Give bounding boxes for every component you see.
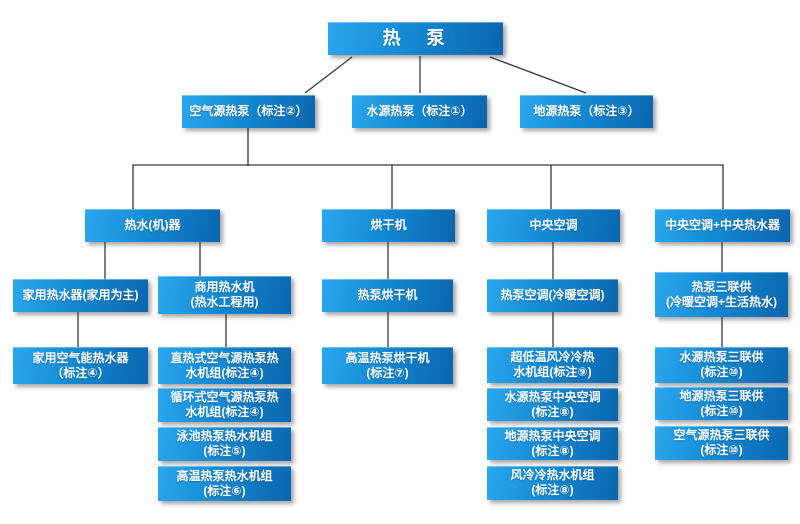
node-label: (标注⑧) (531, 483, 574, 497)
node-high-temp-hp-dryer: 高温热泵烘干机 (标注⑦) (322, 347, 453, 384)
node-domestic-air-water-heater: 家用空气能热水器 （标注④） (13, 347, 148, 384)
node-label: 循环式空气源热泵热 (170, 390, 279, 404)
node-ground-source-central-ac: 地源热泵中央空调 (标注⑧) (487, 427, 618, 460)
node-commercial-water-heater: 商用热水机 (热水工程用) (158, 276, 291, 314)
node-label: 直热式空气源热泵热 (170, 350, 279, 365)
node-ground-source-trigen: 地源热泵三联供 (标注⑩) (655, 387, 788, 420)
node-label: 空气源热泵（标注②） (189, 104, 308, 118)
node-label: 热泵烘干机 (357, 288, 418, 302)
node-label: (标注⑥) (203, 483, 246, 498)
node-pool-hp-unit: 泳池热泵热水机组 (标注⑤) (158, 427, 291, 461)
node-label: 水源热泵（标注①） (366, 104, 473, 118)
node-label: 高温热泵热水机组 (176, 468, 273, 483)
node-label: 家用空气能热水器 (32, 350, 129, 365)
node-hp-trigeneration: 热泵三联供 (冷暖空调+生活热水) (655, 272, 788, 317)
node-label: (标注⑤) (203, 444, 246, 458)
node-label: (标注⑧) (531, 404, 574, 419)
node-domestic-water-heater: 家用热水器(家用为主) (13, 279, 148, 312)
node-high-temp-hp-water-unit: 高温热泵热水机组 (标注⑥) (158, 466, 291, 501)
node-label: 水机组(标注⑨) (513, 365, 592, 379)
node-label: 烘干机 (370, 218, 407, 232)
node-water-source-trigen: 水源热泵三联供 (标注⑩) (655, 347, 788, 383)
node-air-source-hp: 空气源热泵（标注②） (182, 95, 315, 128)
node-label: 热水(机)器 (124, 218, 181, 232)
node-label: (标注⑩) (700, 403, 743, 418)
node-label: 风冷冷热水机组 (510, 468, 595, 482)
node-label: 水机组(标注④) (185, 365, 264, 380)
node-water-source-central-ac: 水源热泵中央空调 (标注⑧) (487, 388, 618, 421)
node-label: (热水工程用) (190, 295, 259, 309)
node-label: 地源热泵（标注③） (533, 104, 640, 118)
node-circulating-unit: 循环式空气源热泵热 水机组(标注④) (158, 388, 291, 422)
node-label: 热 泵 (382, 28, 449, 48)
node-label: 中央空调+中央热水器 (664, 218, 780, 232)
node-label: (冷暖空调+生活热水) (665, 294, 777, 309)
node-label: 水机组(标注④) (185, 405, 264, 419)
node-water-heater: 热水(机)器 (85, 209, 220, 242)
node-hp-dryer: 热泵烘干机 (322, 279, 453, 312)
node-label: 热泵三联供 (691, 279, 752, 294)
node-water-source-hp: 水源热泵（标注①） (352, 95, 487, 128)
node-label: 地源热泵中央空调 (504, 428, 601, 443)
node-ultra-low-temp-unit: 超低温风冷冷热 水机组(标注⑨) (487, 347, 618, 383)
node-dryer: 烘干机 (322, 209, 455, 242)
node-label: 家用热水器(家用为主) (22, 288, 139, 302)
node-label: 水源热泵中央空调 (504, 389, 601, 404)
node-label: 超低温风冷冷热 (510, 350, 595, 364)
node-central-ac: 中央空调 (487, 209, 620, 242)
node-label: 中央空调 (529, 218, 578, 232)
node-label: 水源热泵三联供 (679, 350, 764, 364)
node-label: 地源热泵三联供 (679, 388, 764, 403)
node-label: 高温热泵烘干机 (345, 350, 430, 365)
node-label: (标注⑩) (700, 365, 743, 379)
node-air-source-trigen: 空气源热泵三联供 (标注⑩) (655, 426, 788, 460)
node-label: (标注⑩) (700, 443, 743, 457)
node-air-cooled-unit: 风冷冷热水机组 (标注⑧) (487, 466, 618, 500)
node-label: 泳池热泵热水机组 (176, 429, 273, 443)
node-heat-pump: 热 泵 (328, 22, 503, 55)
node-label: （标注④） (51, 365, 110, 380)
connector-hp-ground-source (489, 56, 587, 94)
node-hp-air-conditioner: 热泵空调(冷暖空调) (487, 279, 618, 312)
node-label: 空气源热泵三联供 (673, 428, 770, 442)
connector-hp-air-source (304, 56, 353, 94)
node-label: 商用热水机 (194, 280, 255, 294)
node-label: (标注⑧) (531, 443, 574, 458)
node-central-ac-plus-wh: 中央空调+中央热水器 (655, 209, 790, 242)
node-label: (标注⑦) (366, 365, 409, 380)
node-direct-heat-unit: 直热式空气源热泵热 水机组(标注④) (158, 347, 291, 384)
node-ground-source-hp: 地源热泵（标注③） (520, 95, 653, 128)
node-label: 热泵空调(冷暖空调) (500, 288, 605, 302)
